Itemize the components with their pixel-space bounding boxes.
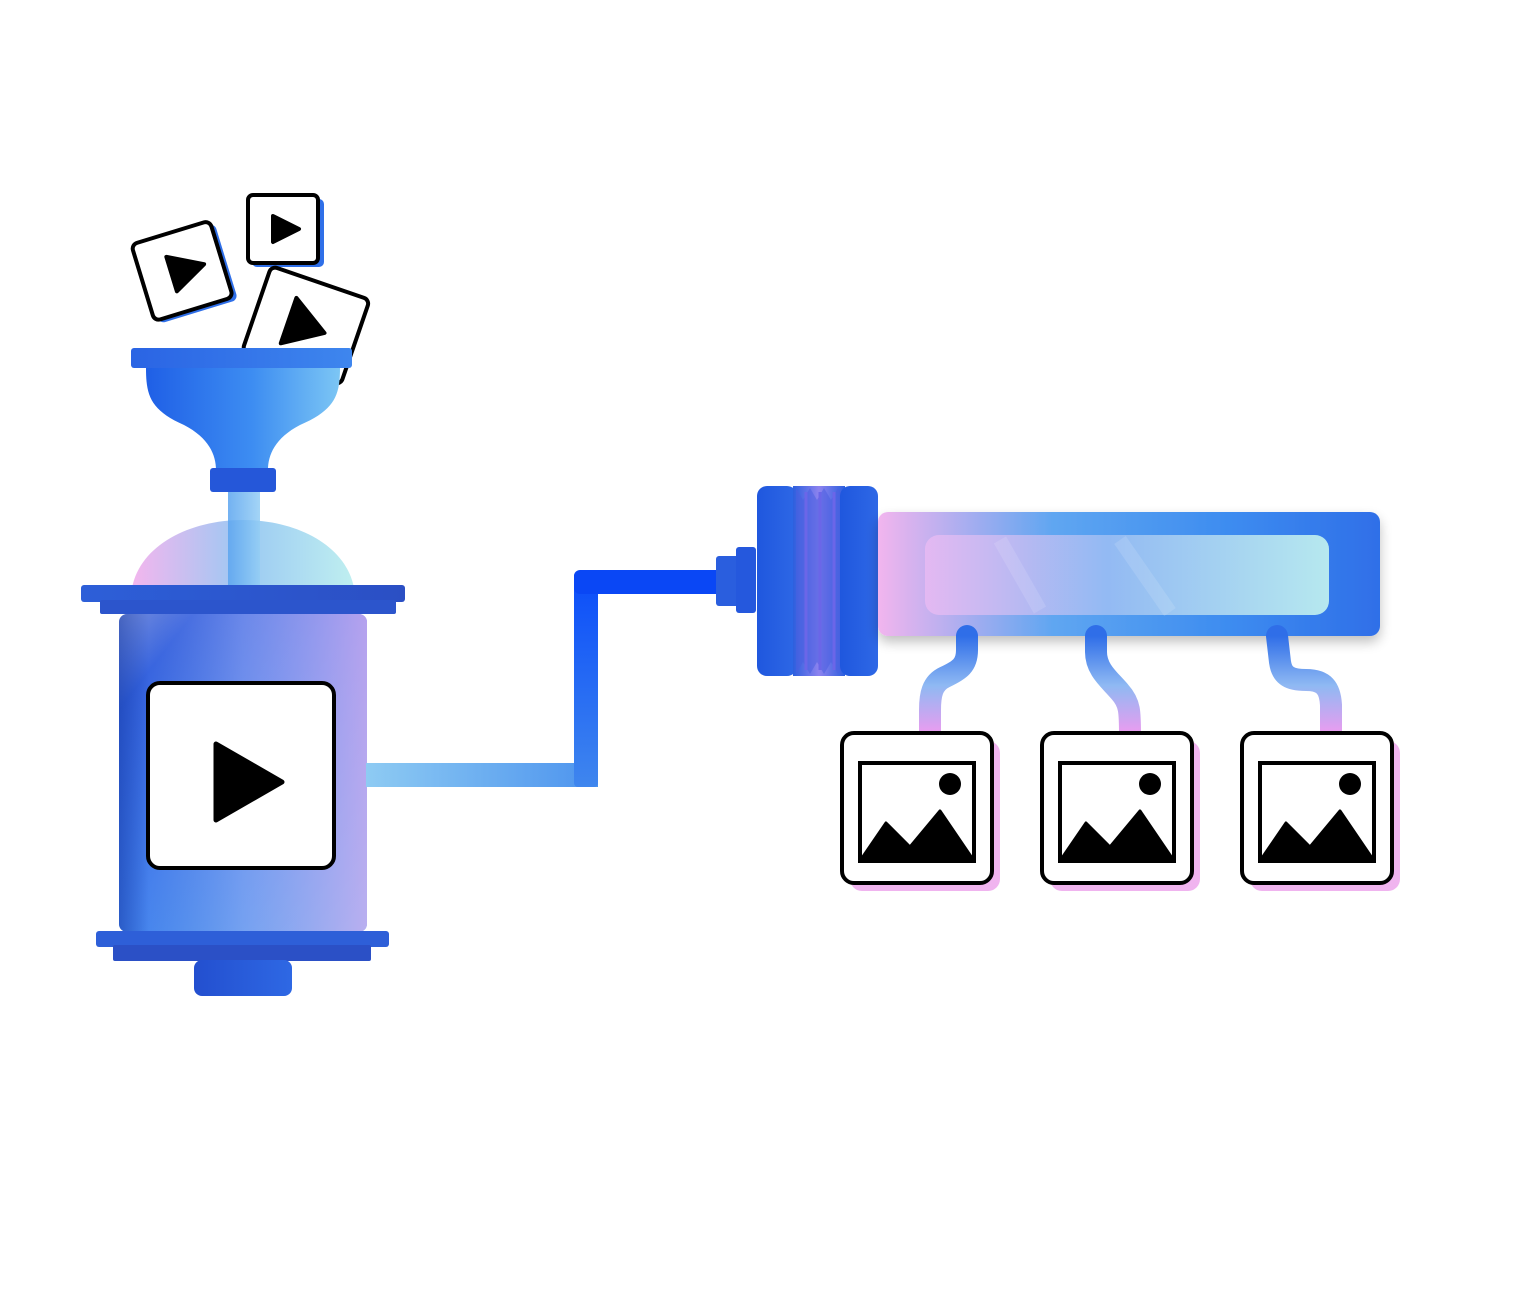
video-card [130, 220, 237, 323]
play-icon [164, 254, 207, 294]
image-icon [858, 761, 976, 863]
video-card [246, 193, 324, 267]
output-tube [919, 625, 978, 746]
processor-video-card [146, 681, 336, 870]
extractor-coupling [757, 486, 878, 676]
video-processor [81, 585, 405, 996]
extractor-window [925, 535, 1329, 615]
image-output-group [840, 731, 1400, 891]
image-card [1040, 731, 1200, 891]
funnel [131, 348, 352, 492]
play-icon [271, 214, 301, 244]
transfer-pipe [366, 547, 756, 787]
output-tube [1266, 625, 1342, 746]
image-icon [1058, 761, 1176, 863]
play-icon [278, 295, 327, 346]
output-tubes [919, 625, 1342, 746]
frame-extractor [878, 512, 1380, 636]
play-icon [213, 741, 285, 823]
funnel-stem [228, 492, 260, 590]
output-tube [1085, 625, 1141, 746]
image-card [840, 731, 1000, 891]
image-card [1240, 731, 1400, 891]
image-icon [1258, 761, 1376, 863]
